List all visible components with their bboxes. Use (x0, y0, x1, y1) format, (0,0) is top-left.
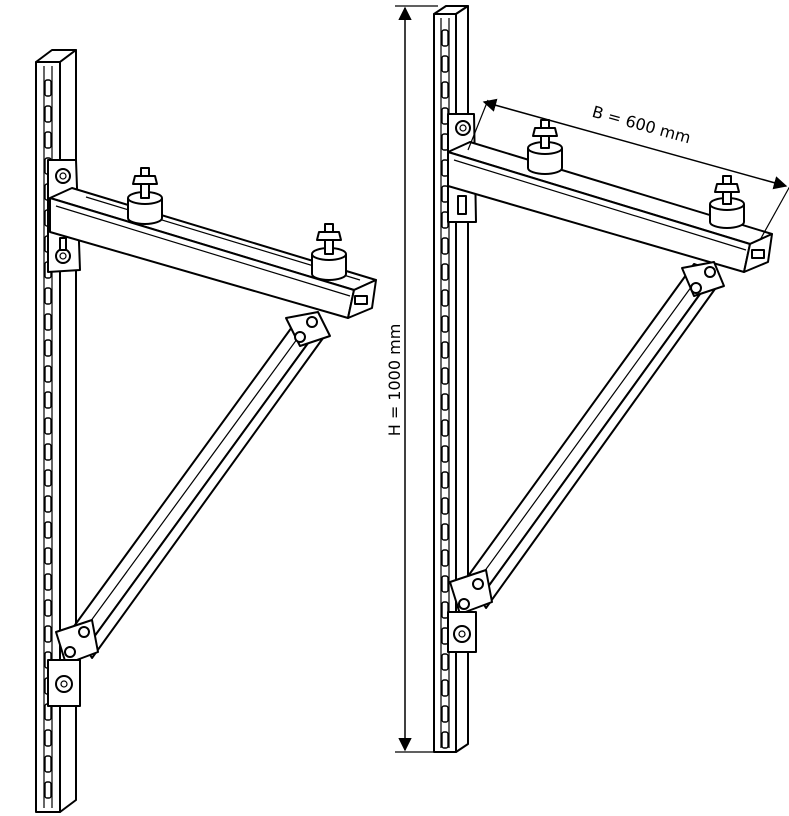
rail-slot (441, 731, 449, 749)
rail-slot (441, 315, 449, 333)
rail-slot (44, 469, 52, 487)
rail-slot (44, 417, 52, 435)
rail-slot (441, 575, 449, 593)
rail-slot (441, 367, 449, 385)
rail-slot (441, 549, 449, 567)
right-rubber-foot-2 (709, 175, 745, 229)
right-rail-slots (441, 29, 449, 749)
rail-slot (44, 365, 52, 383)
rail-slot (44, 755, 52, 773)
rail-slot (441, 29, 449, 47)
rail-slot (441, 289, 449, 307)
rail-slot (44, 625, 52, 643)
rail-slot (441, 263, 449, 281)
rail-slot (44, 79, 52, 97)
left-rubber-foot-1 (127, 167, 163, 225)
width-label: B = 600 mm (590, 102, 693, 147)
rail-slot (44, 131, 52, 149)
rail-slot (44, 547, 52, 565)
rail-slot (44, 599, 52, 617)
rail-slot (44, 105, 52, 123)
left-plate-slot (59, 237, 67, 251)
left-bottom-bolt (55, 675, 73, 693)
rail-slot (44, 495, 52, 513)
left-top-bolt (55, 168, 71, 184)
right-bottom-bolt (453, 625, 471, 643)
rail-slot (44, 391, 52, 409)
rail-slot (44, 287, 52, 305)
rail-slot (441, 445, 449, 463)
right-bracket-assembly (433, 5, 773, 753)
height-dimension: H = 1000 mm (385, 5, 438, 753)
rail-slot (441, 341, 449, 359)
rail-slot (441, 497, 449, 515)
rail-slot (441, 471, 449, 489)
left-bracket-assembly (35, 49, 377, 813)
rail-slot (441, 237, 449, 255)
left-rubber-foot-2 (311, 223, 347, 281)
rail-slot (441, 55, 449, 73)
rail-slot (441, 679, 449, 697)
rail-slot (44, 443, 52, 461)
rail-slot (441, 393, 449, 411)
rail-slot (441, 705, 449, 723)
rail-slot (44, 781, 52, 799)
right-diagonal-strut (449, 261, 725, 615)
rail-slot (441, 601, 449, 619)
left-lower-bolt (55, 248, 71, 264)
rail-slot (44, 573, 52, 591)
rail-slot (441, 653, 449, 671)
rail-slot (44, 313, 52, 331)
rail-slot (441, 419, 449, 437)
rail-slot (441, 523, 449, 541)
rail-slot (44, 339, 52, 357)
rail-slot (44, 729, 52, 747)
right-arm-end-slot (751, 249, 765, 259)
height-label: H = 1000 mm (385, 324, 404, 437)
rail-slot (44, 521, 52, 539)
left-arm-end-slot (354, 295, 368, 305)
right-top-bolt (455, 120, 471, 136)
rail-slot (441, 81, 449, 99)
right-rubber-foot-1 (527, 119, 563, 175)
left-diagonal-strut (55, 311, 331, 665)
right-plate-slot (457, 195, 467, 215)
